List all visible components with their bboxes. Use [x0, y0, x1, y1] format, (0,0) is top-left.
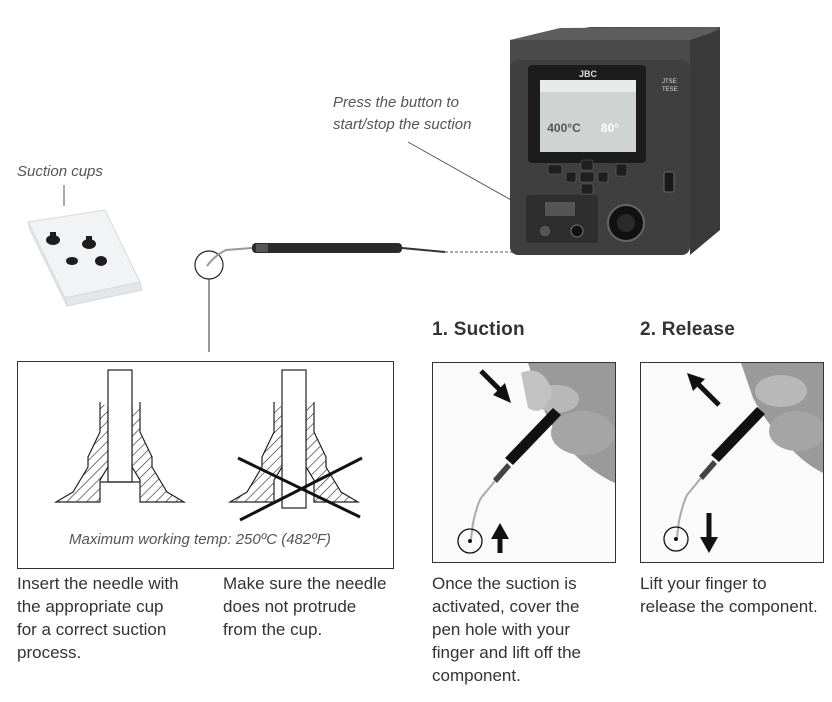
control-buttons — [547, 159, 628, 195]
max-temp-note: Maximum working temp: 250ºC (482ºF) — [69, 531, 331, 548]
step-release-photo — [640, 362, 824, 563]
suction-cups-label: Suction cups — [17, 163, 103, 180]
screen-temp-right: 80° — [601, 121, 619, 135]
lift-away-arrow-icon — [687, 373, 721, 407]
no-protrude-caption: Make sure the needle does not protrude f… — [223, 574, 387, 639]
suction-cup-tray — [27, 209, 143, 307]
svg-text:JTSE: JTSE — [662, 79, 677, 85]
pen-hole-highlight — [663, 526, 689, 552]
lift-up-arrow-icon — [491, 523, 509, 553]
step-title-suction: 1. Suction — [432, 319, 525, 340]
needle-cup-diagram — [53, 369, 363, 522]
push-down-arrow-icon — [479, 369, 511, 403]
station-brand: JBC — [579, 69, 598, 79]
correct-cup-illustration — [53, 369, 187, 503]
step-suction-photo — [432, 362, 616, 563]
step-title-release: 2. Release — [640, 319, 735, 340]
drop-down-arrow-icon — [700, 513, 718, 553]
suction-cup — [46, 232, 107, 266]
step-release-caption: Lift your finger to release the componen… — [640, 574, 818, 616]
screen-temp-left: 400°C — [547, 121, 581, 135]
press-button-note: Press the button to start/stop the sucti… — [333, 94, 472, 133]
suction-button — [538, 224, 552, 238]
cross-mark — [237, 456, 361, 519]
soldering-station: JBC JTSE TESE 400°C 80° — [510, 27, 720, 255]
needle-detail-panel: Maximum working temp: 250ºC (482ºF) — [17, 361, 394, 569]
overview-illustration: JBC JTSE TESE 400°C 80° — [27, 27, 720, 352]
insert-needle-caption: Insert the needle with the appropriate c… — [17, 574, 179, 662]
step-suction-caption: Once the suction is activated, cover the… — [432, 574, 582, 685]
power-switch — [663, 171, 675, 193]
svg-text:TESE: TESE — [662, 87, 678, 93]
suction-pen — [194, 238, 581, 352]
leader-line-press-button — [407, 141, 521, 206]
incorrect-cup-illustration — [227, 369, 363, 522]
pen-hole-highlight — [457, 528, 483, 554]
